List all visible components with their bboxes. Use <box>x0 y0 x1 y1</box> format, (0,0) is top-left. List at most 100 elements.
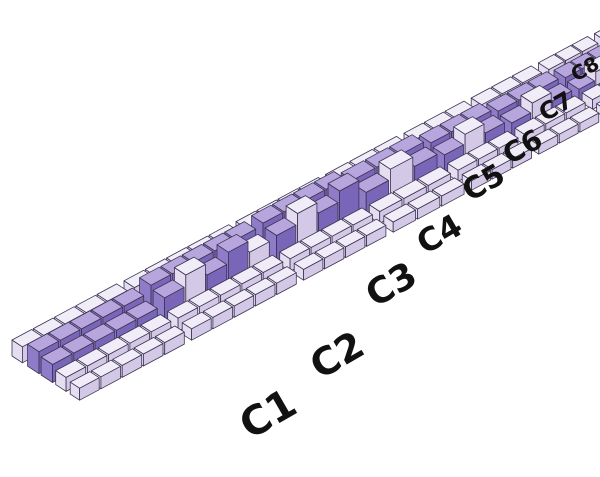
block-top-face <box>567 73 595 90</box>
block-top-face <box>488 130 519 149</box>
block-left-face <box>596 103 600 115</box>
zone-label-c1: C1 <box>232 380 305 448</box>
block-top-face <box>119 325 150 344</box>
block-top-face <box>407 190 441 210</box>
block-top-face <box>154 325 185 344</box>
block-top-face <box>549 117 579 135</box>
block-top-face <box>62 334 94 354</box>
block-top-face <box>224 288 255 307</box>
block-top-face <box>27 333 59 353</box>
light-block <box>69 371 100 401</box>
block-top-face <box>596 101 600 107</box>
block-top-face <box>231 266 262 285</box>
block-top-face <box>587 45 600 61</box>
block-top-face <box>354 172 389 193</box>
block-top-face <box>460 102 492 122</box>
block-top-face <box>417 166 451 186</box>
block-top-face <box>293 252 324 270</box>
block-top-face <box>279 241 310 260</box>
block-top-face <box>314 241 345 259</box>
block-top-face <box>511 65 542 84</box>
block-top-face <box>453 116 485 135</box>
block-top-face <box>167 300 199 319</box>
block-top-face <box>104 311 137 331</box>
block-top-face <box>461 163 491 182</box>
block-top-face <box>83 323 116 343</box>
block-top-face <box>527 71 559 90</box>
block-top-face <box>553 61 582 79</box>
block-top-face <box>91 299 123 318</box>
block-top-face <box>583 55 600 73</box>
zone-label-c3: C3 <box>359 255 424 316</box>
block-top-face <box>499 105 532 124</box>
block-top-face <box>514 117 545 136</box>
block-top-face <box>245 277 276 296</box>
block-top-face <box>383 203 416 223</box>
block-top-face <box>447 152 478 171</box>
block-top-face <box>502 141 532 160</box>
block-top-face <box>368 192 403 212</box>
block-top-face <box>76 348 108 367</box>
block-top-face <box>252 254 284 273</box>
block-top-face <box>529 128 559 146</box>
block-top-face <box>69 371 100 389</box>
block-top-face <box>112 287 145 307</box>
block-top-face <box>335 229 366 248</box>
block-top-face <box>393 179 427 199</box>
block-top-face <box>173 256 206 276</box>
block-top-face <box>486 93 518 112</box>
block-top-face <box>356 218 387 237</box>
block-top-face <box>125 300 158 320</box>
block-top-face <box>209 277 241 296</box>
block-top-face <box>378 149 414 170</box>
block-top-face <box>419 124 451 144</box>
block-top-face <box>203 300 233 318</box>
block-top-face <box>342 207 373 226</box>
block-top-face <box>327 172 360 192</box>
block-top-face <box>40 346 73 365</box>
light-block <box>293 252 324 281</box>
block-top-face <box>91 359 121 378</box>
block-top-face <box>112 348 143 366</box>
block-top-face <box>300 229 331 248</box>
block-top-face <box>570 106 600 124</box>
block-top-face <box>152 279 185 299</box>
block-top-face <box>216 233 249 253</box>
block-top-face <box>97 336 129 356</box>
building-blocks <box>11 30 600 401</box>
block-top-face <box>555 95 586 114</box>
zone-label-c2: C2 <box>303 323 372 388</box>
block-top-face <box>594 30 600 38</box>
block-top-face <box>432 136 464 156</box>
block-top-face <box>467 141 498 160</box>
block-top-face <box>520 85 552 104</box>
light-block <box>529 128 559 155</box>
light-block <box>461 163 491 191</box>
block-top-face <box>482 152 512 171</box>
block-top-face <box>470 87 501 106</box>
block-top-face <box>133 336 164 355</box>
block-top-face <box>69 310 102 330</box>
block-top-face <box>321 218 352 237</box>
block-top-face <box>139 266 172 286</box>
block-top-face <box>140 314 172 333</box>
block-top-face <box>491 76 522 95</box>
block-top-face <box>431 177 465 197</box>
light-block <box>596 101 600 115</box>
block-top-face <box>554 45 582 61</box>
light-block <box>181 311 212 341</box>
light-block <box>383 203 416 233</box>
block-top-face <box>264 217 297 236</box>
block-top-face <box>48 321 81 341</box>
block-top-face <box>535 106 566 125</box>
block-top-face <box>581 84 600 100</box>
block-top-face <box>266 266 297 284</box>
block-top-face <box>188 288 220 308</box>
block-top-face <box>55 359 87 378</box>
block-top-face <box>251 204 283 224</box>
block-top-face <box>538 54 565 70</box>
block-top-face <box>285 195 318 214</box>
block-top-face <box>571 36 599 52</box>
